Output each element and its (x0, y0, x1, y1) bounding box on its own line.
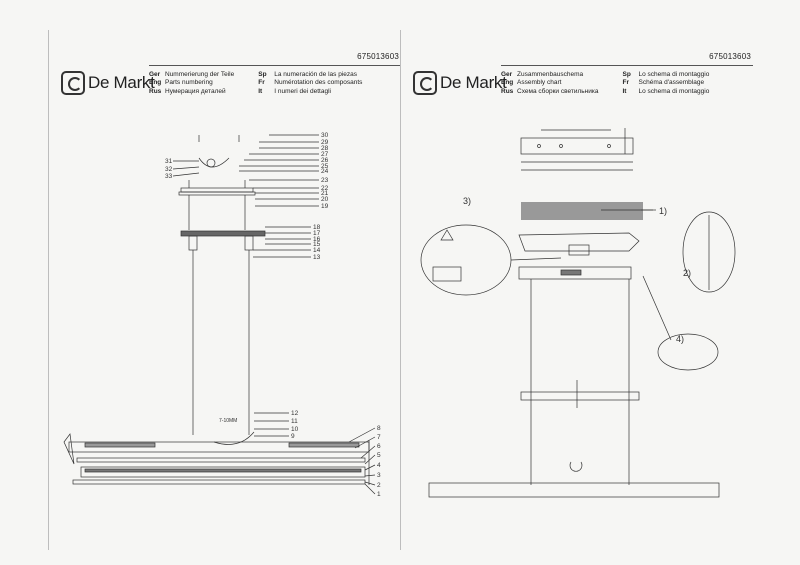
part-number: 5 (377, 452, 381, 459)
lang-row: Sp La numeración de las piezas (258, 71, 362, 79)
lang-row: Ger Nummerierung der Teile (149, 71, 234, 79)
brand-logo: De Markt (61, 71, 155, 95)
part-number: 27 (321, 151, 329, 158)
lang-row: It I numeri dei dettagli (258, 88, 362, 96)
lang-code: Eng (501, 79, 514, 87)
lang-row: Fr Numérotation des composants (258, 79, 362, 87)
part-number: 33 (165, 173, 173, 180)
part-number: 12 (291, 410, 299, 417)
step-label: 3) (463, 196, 471, 206)
exploded-parts-drawing: 30 29 28 27 26 25 24 23 22 21 20 19 18 1… (63, 132, 381, 498)
part-number: 31 (165, 158, 173, 165)
assembly-drawing: 1) 2) 3) 4) (420, 128, 736, 498)
part-number: 16 (313, 236, 321, 243)
lang-code: Rus (149, 87, 162, 95)
part-number: 10 (291, 426, 299, 433)
step-label: 4) (676, 334, 684, 344)
lang-code: Ger (149, 71, 161, 78)
lang-text: Zusammenbauschema (517, 71, 584, 78)
lang-code: Fr (258, 79, 265, 87)
lang-text: Numérotation des composants (274, 79, 363, 87)
logo-mark-icon (413, 71, 437, 95)
part-number: 20 (321, 196, 329, 203)
part-number: 8 (377, 425, 381, 432)
lang-code: Fr (622, 79, 630, 87)
parts-numbering-page: 675013603 De Markt Ger Nummerierung der T… (48, 30, 401, 550)
lang-code: It (622, 87, 627, 95)
document-number: 675013603 (709, 52, 751, 61)
lang-text: Parts numbering (165, 79, 213, 87)
lang-text: Lo schema di montaggio (638, 71, 710, 78)
lang-code: Sp (258, 71, 267, 78)
part-number: 30 (321, 132, 329, 139)
header-rule (501, 65, 753, 66)
lang-row: Sp Lo schema di montaggio (623, 71, 710, 79)
language-column-2: Sp La numeración de las piezas Fr Numérota… (258, 71, 362, 96)
lang-code: Sp (622, 71, 631, 78)
part-number: 28 (321, 145, 329, 152)
part-number: 17 (313, 230, 321, 237)
part-number: 15 (313, 241, 321, 248)
brand-logo: De Markt (413, 71, 507, 95)
dimension-label: 7-10MM (219, 418, 237, 424)
part-number: 14 (313, 247, 321, 254)
brand-name: De Markt (440, 73, 507, 92)
lang-text: Lo schema di montaggio (638, 87, 710, 95)
lang-code: It (258, 87, 263, 95)
lang-row: It Lo schema di montaggio (623, 88, 710, 96)
lang-row: Ger Zusammenbauschema (501, 71, 599, 79)
part-number: 29 (321, 139, 329, 146)
language-column-2: Sp Lo schema di montaggio Fr Schéma d'asse… (623, 71, 710, 96)
lang-code: Eng (149, 79, 162, 87)
header-rule (149, 65, 401, 66)
brand-name: De Markt (88, 73, 155, 92)
part-number: 11 (291, 418, 298, 425)
part-number: 18 (313, 224, 321, 231)
lang-code: Ger (501, 71, 513, 78)
step-label: 1) (659, 206, 667, 216)
lang-text: Нумерация деталей (165, 87, 226, 95)
part-number: 13 (313, 254, 321, 261)
part-number: 6 (377, 443, 381, 450)
part-number: 24 (321, 168, 329, 175)
part-number: 9 (291, 433, 295, 440)
lang-text: Assembly chart (517, 79, 562, 87)
assembly-chart-page: 675013603 De Markt Ger Zusammenbauschema … (400, 30, 753, 550)
part-number: 21 (321, 190, 329, 197)
lang-code: Rus (501, 87, 514, 95)
part-number: 2 (377, 482, 381, 489)
lang-row: Fr Schéma d'assemblage (623, 79, 710, 87)
part-number: 4 (377, 462, 381, 469)
part-number: 7 (377, 434, 381, 441)
part-number: 26 (321, 157, 329, 164)
part-number: 25 (321, 163, 329, 170)
part-number: 32 (165, 166, 173, 173)
lang-text: I numeri dei dettagli (274, 87, 331, 95)
lang-text: La numeración de las piezas (274, 71, 357, 78)
part-number: 1 (377, 491, 381, 498)
lang-text: Nummerierung der Teile (165, 71, 235, 78)
part-number: 22 (321, 185, 329, 192)
lang-text: Schéma d'assemblage (638, 79, 705, 87)
document-number: 675013603 (357, 52, 399, 61)
lang-text: Схема сборки светильника (517, 87, 599, 95)
part-number: 23 (321, 177, 329, 184)
logo-mark-icon (61, 71, 85, 95)
part-number: 19 (321, 203, 329, 210)
step-label: 2) (683, 268, 691, 278)
part-number: 3 (377, 472, 381, 479)
